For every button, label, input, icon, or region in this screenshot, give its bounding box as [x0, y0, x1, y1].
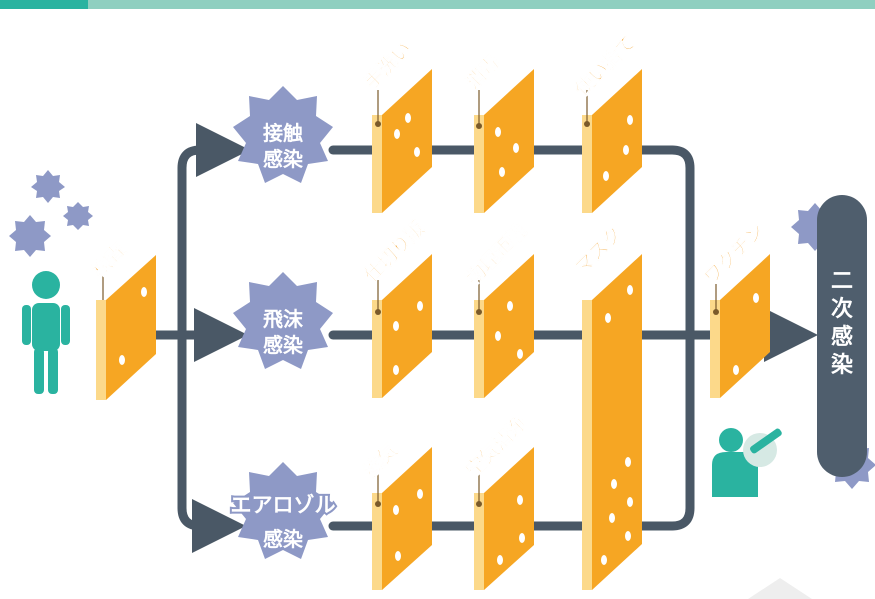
header-accent	[0, 0, 88, 9]
header-bar	[0, 0, 875, 9]
person-icon	[22, 271, 70, 394]
label-mask: マスク	[571, 223, 627, 279]
droplet-line1: 飛沫	[263, 307, 304, 331]
vaccination-icon	[712, 428, 782, 497]
virus-icon	[63, 202, 93, 230]
virus-icon	[9, 215, 51, 257]
label-inspection: 検査	[87, 238, 131, 282]
badge-droplet: 飛沫 感染	[233, 272, 333, 369]
merge-path	[667, 145, 695, 531]
label-handwash: 手洗い	[359, 37, 416, 94]
barrier-disinfect	[474, 69, 534, 213]
badge-contact: 接触 感染	[233, 86, 333, 183]
barrier-disposable	[582, 69, 642, 213]
aerosol-line1: エアロゾル	[231, 493, 336, 517]
flow-arrow-to-contact	[177, 123, 250, 340]
barrier-handwash	[372, 69, 432, 213]
label-ventilation: 換気	[359, 438, 402, 481]
virus-icon	[31, 170, 65, 203]
watermark-triangle	[748, 578, 812, 599]
result-char-2: 次	[831, 296, 853, 322]
barrier-inspection	[96, 255, 156, 400]
barrier-vaccine	[710, 254, 770, 398]
label-disinfect: 消毒	[461, 50, 504, 93]
contact-line2: 感染	[263, 147, 304, 171]
barrier-partition	[372, 254, 432, 398]
badge-aerosol: エアロゾル 感染	[229, 462, 338, 559]
barrier-mask	[582, 254, 642, 590]
result-char-3: 感	[831, 324, 853, 350]
flow-arrow-to-aerosol	[177, 330, 246, 553]
barrier-distance	[474, 254, 534, 398]
secondary-infection-pill: 二 次 感 染	[817, 195, 867, 477]
contact-line1: 接触	[263, 121, 303, 145]
result-char-4: 染	[831, 352, 853, 378]
result-char-1: 二	[831, 269, 853, 294]
droplet-line2: 感染	[263, 333, 304, 357]
barrier-air-purify	[474, 447, 534, 590]
aerosol-line2: 感染	[263, 527, 304, 551]
barrier-ventilation	[372, 447, 432, 590]
